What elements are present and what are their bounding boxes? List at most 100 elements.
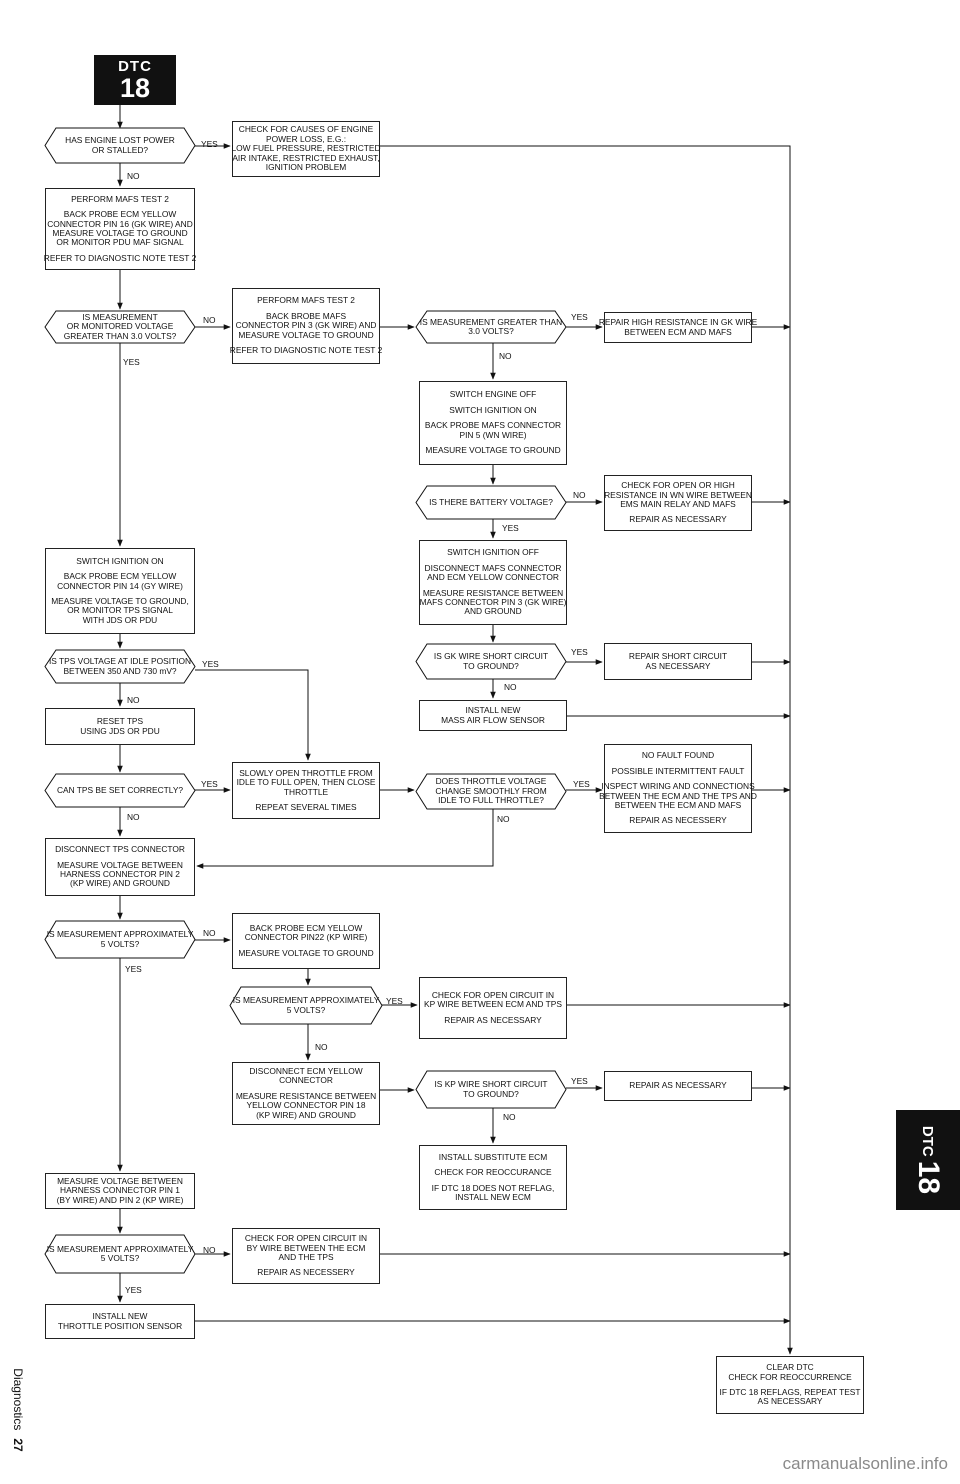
- node-text-line: MEASURE VOLTAGE TO GROUND: [238, 329, 374, 340]
- node-text-line: RESISTANCE IN WN WIRE BETWEEN: [604, 489, 752, 500]
- no-label: NO: [127, 171, 140, 181]
- node-text-line: REFER TO DIAGNOSTIC NOTE TEST 2: [229, 345, 383, 356]
- node-text-line: AIR INTAKE, RESTRICTED EXHAUST,: [232, 152, 380, 163]
- node-text-line: 3.0 VOLTS?: [468, 326, 514, 336]
- node-text-line: REPAIR AS NECESSARY: [629, 514, 727, 525]
- node-text-line: OR MONITOR TPS SIGNAL: [67, 605, 173, 616]
- node-text-line: 5 VOLTS?: [100, 938, 140, 949]
- node-text-line: INSTALL NEW ECM: [455, 1191, 531, 1202]
- no-label: NO: [127, 812, 140, 822]
- node-text-line: INSPECT WIRING AND CONNECTIONS: [601, 781, 755, 792]
- no-label: NO: [127, 695, 140, 705]
- node-text-line: CHECK FOR OPEN OR HIGH: [621, 480, 735, 491]
- no-label: NO: [203, 928, 216, 938]
- node-text-line: IS THERE BATTERY VOLTAGE?: [429, 496, 553, 507]
- node-text-line: MEASURE RESISTANCE BETWEEN: [235, 1090, 377, 1101]
- node-text-line: IS MEASUREMENT GREATER THAN: [419, 316, 563, 327]
- node-text-line: CONNECTOR PIN22 (KP WIRE): [244, 932, 368, 943]
- node-text-line: IDLE TO FULL THROTTLE?: [438, 795, 544, 806]
- no-label: NO: [203, 315, 216, 325]
- decision-shape: [44, 773, 196, 808]
- node-text-line: IGNITION PROBLEM: [265, 162, 347, 173]
- node-text-line: (KP WIRE) AND GROUND: [256, 1109, 356, 1120]
- node-text-line: INSTALL NEW: [465, 705, 521, 716]
- node-text-line: POSSIBLE INTERMITTENT FAULT: [611, 765, 745, 776]
- node-text-line: 5 VOLTS?: [100, 1253, 140, 1263]
- node-text-line: IS KP WIRE SHORT CIRCUIT: [434, 1079, 548, 1090]
- no-label: NO: [315, 1042, 328, 1052]
- node-text-line: NO FAULT FOUND: [641, 750, 715, 761]
- node-text-line: GREATER THAN 3.0 VOLTS?: [63, 330, 177, 341]
- node-text-line: IF DTC 18 DOES NOT REFLAG,: [431, 1182, 555, 1193]
- node-text-line: KP WIRE BETWEEN ECM AND TPS: [424, 999, 562, 1010]
- node-text-line: AND THE TPS: [278, 1252, 334, 1262]
- node-text-line: SWITCH IGNITION ON: [76, 555, 164, 566]
- node-text-line: MEASURE VOLTAGE BETWEEN: [57, 859, 183, 870]
- node-text-line: BY WIRE BETWEEN THE ECM: [246, 1242, 366, 1253]
- node-text-line: REPAIR SHORT CIRCUIT: [628, 651, 728, 662]
- yes-label: YES: [571, 312, 588, 322]
- node-text-line: MAFS CONNECTOR PIN 3 (GK WIRE): [419, 596, 567, 607]
- node-text-line: (BY WIRE) AND PIN 2 (KP WIRE): [56, 1194, 184, 1205]
- node-text-line: MEASURE VOLTAGE TO GROUND,: [51, 596, 189, 606]
- node-text-line: OR MONITOR PDU MAF SIGNAL: [56, 237, 184, 248]
- yes-label: YES: [571, 1076, 588, 1086]
- node-text-line: SWITCH IGNITION ON: [449, 404, 537, 415]
- node-text-line: CHANGE SMOOTHLY FROM: [435, 785, 547, 796]
- dtc-badge: DTC 18: [94, 55, 176, 105]
- node-text-line: REPAIR AS NECESSERY: [629, 815, 727, 826]
- node-text-line: YELLOW CONNECTOR PIN 18: [246, 1100, 366, 1111]
- node-text-line: AS NECESSARY: [645, 660, 711, 671]
- node-text-line: MEASURE VOLTAGE TO GROUND: [52, 228, 188, 238]
- node-text-line: (KP WIRE) AND GROUND: [70, 878, 170, 889]
- dtc-badge-number: 18: [119, 72, 151, 103]
- node-text-line: THROTTLE POSITION SENSOR: [57, 1320, 183, 1331]
- node-text-line: REPEAT SEVERAL TIMES: [255, 801, 357, 812]
- node-text-line: POWER LOSS, E.G.:: [265, 133, 347, 144]
- node-text-line: CHECK FOR OPEN CIRCUIT IN: [431, 989, 555, 1000]
- side-tab-number: 18: [912, 1160, 945, 1195]
- node-text-line: CLEAR DTC: [766, 1362, 814, 1373]
- node-text-line: SLOWLY OPEN THROTTLE FROM: [239, 767, 373, 778]
- node-text-line: THROTTLE: [283, 786, 329, 797]
- node-text-line: CONNECTOR PIN 14 (GY WIRE): [57, 580, 183, 591]
- node-text-line: 5 VOLTS?: [286, 1004, 326, 1015]
- yes-label: YES: [125, 1285, 142, 1295]
- node-text-line: REPAIR AS NECESSERY: [257, 1267, 355, 1278]
- decision-shape: [415, 310, 567, 344]
- node-text-line: MASS AIR FLOW SENSOR: [441, 714, 545, 725]
- node-text-line: RESET TPS: [96, 716, 144, 727]
- no-label: NO: [497, 814, 510, 824]
- node-text-line: IS MEASUREMENT APPROXIMATELY: [46, 1243, 194, 1254]
- node-text-line: INSTALL NEW: [92, 1311, 148, 1322]
- step-b-repair-necessary: REPAIR AS NECESSARY: [604, 1071, 752, 1101]
- node-text-line: DOES THROTTLE VOLTAGE: [435, 776, 547, 787]
- node-text-line: BETWEEN THE ECM AND MAFS: [614, 799, 742, 810]
- node-text-line: HARNESS CONNECTOR PIN 2: [60, 869, 180, 879]
- dtc-side-tab: DTC 18: [896, 1110, 960, 1210]
- node-text-line: HARNESS CONNECTOR PIN 1: [60, 1185, 180, 1196]
- node-text-line: PIN 5 (WN WIRE): [459, 429, 527, 440]
- decision-shape: [44, 1234, 196, 1274]
- node-text-line: IF DTC 18 REFLAGS, REPEAT TEST: [719, 1387, 861, 1397]
- no-label: NO: [499, 351, 512, 361]
- node-text-line: USING JDS OR PDU: [80, 725, 160, 736]
- node-text-line: LOW FUEL PRESSURE, RESTRICTED: [231, 143, 381, 154]
- node-text-line: AS NECESSARY: [757, 1396, 823, 1407]
